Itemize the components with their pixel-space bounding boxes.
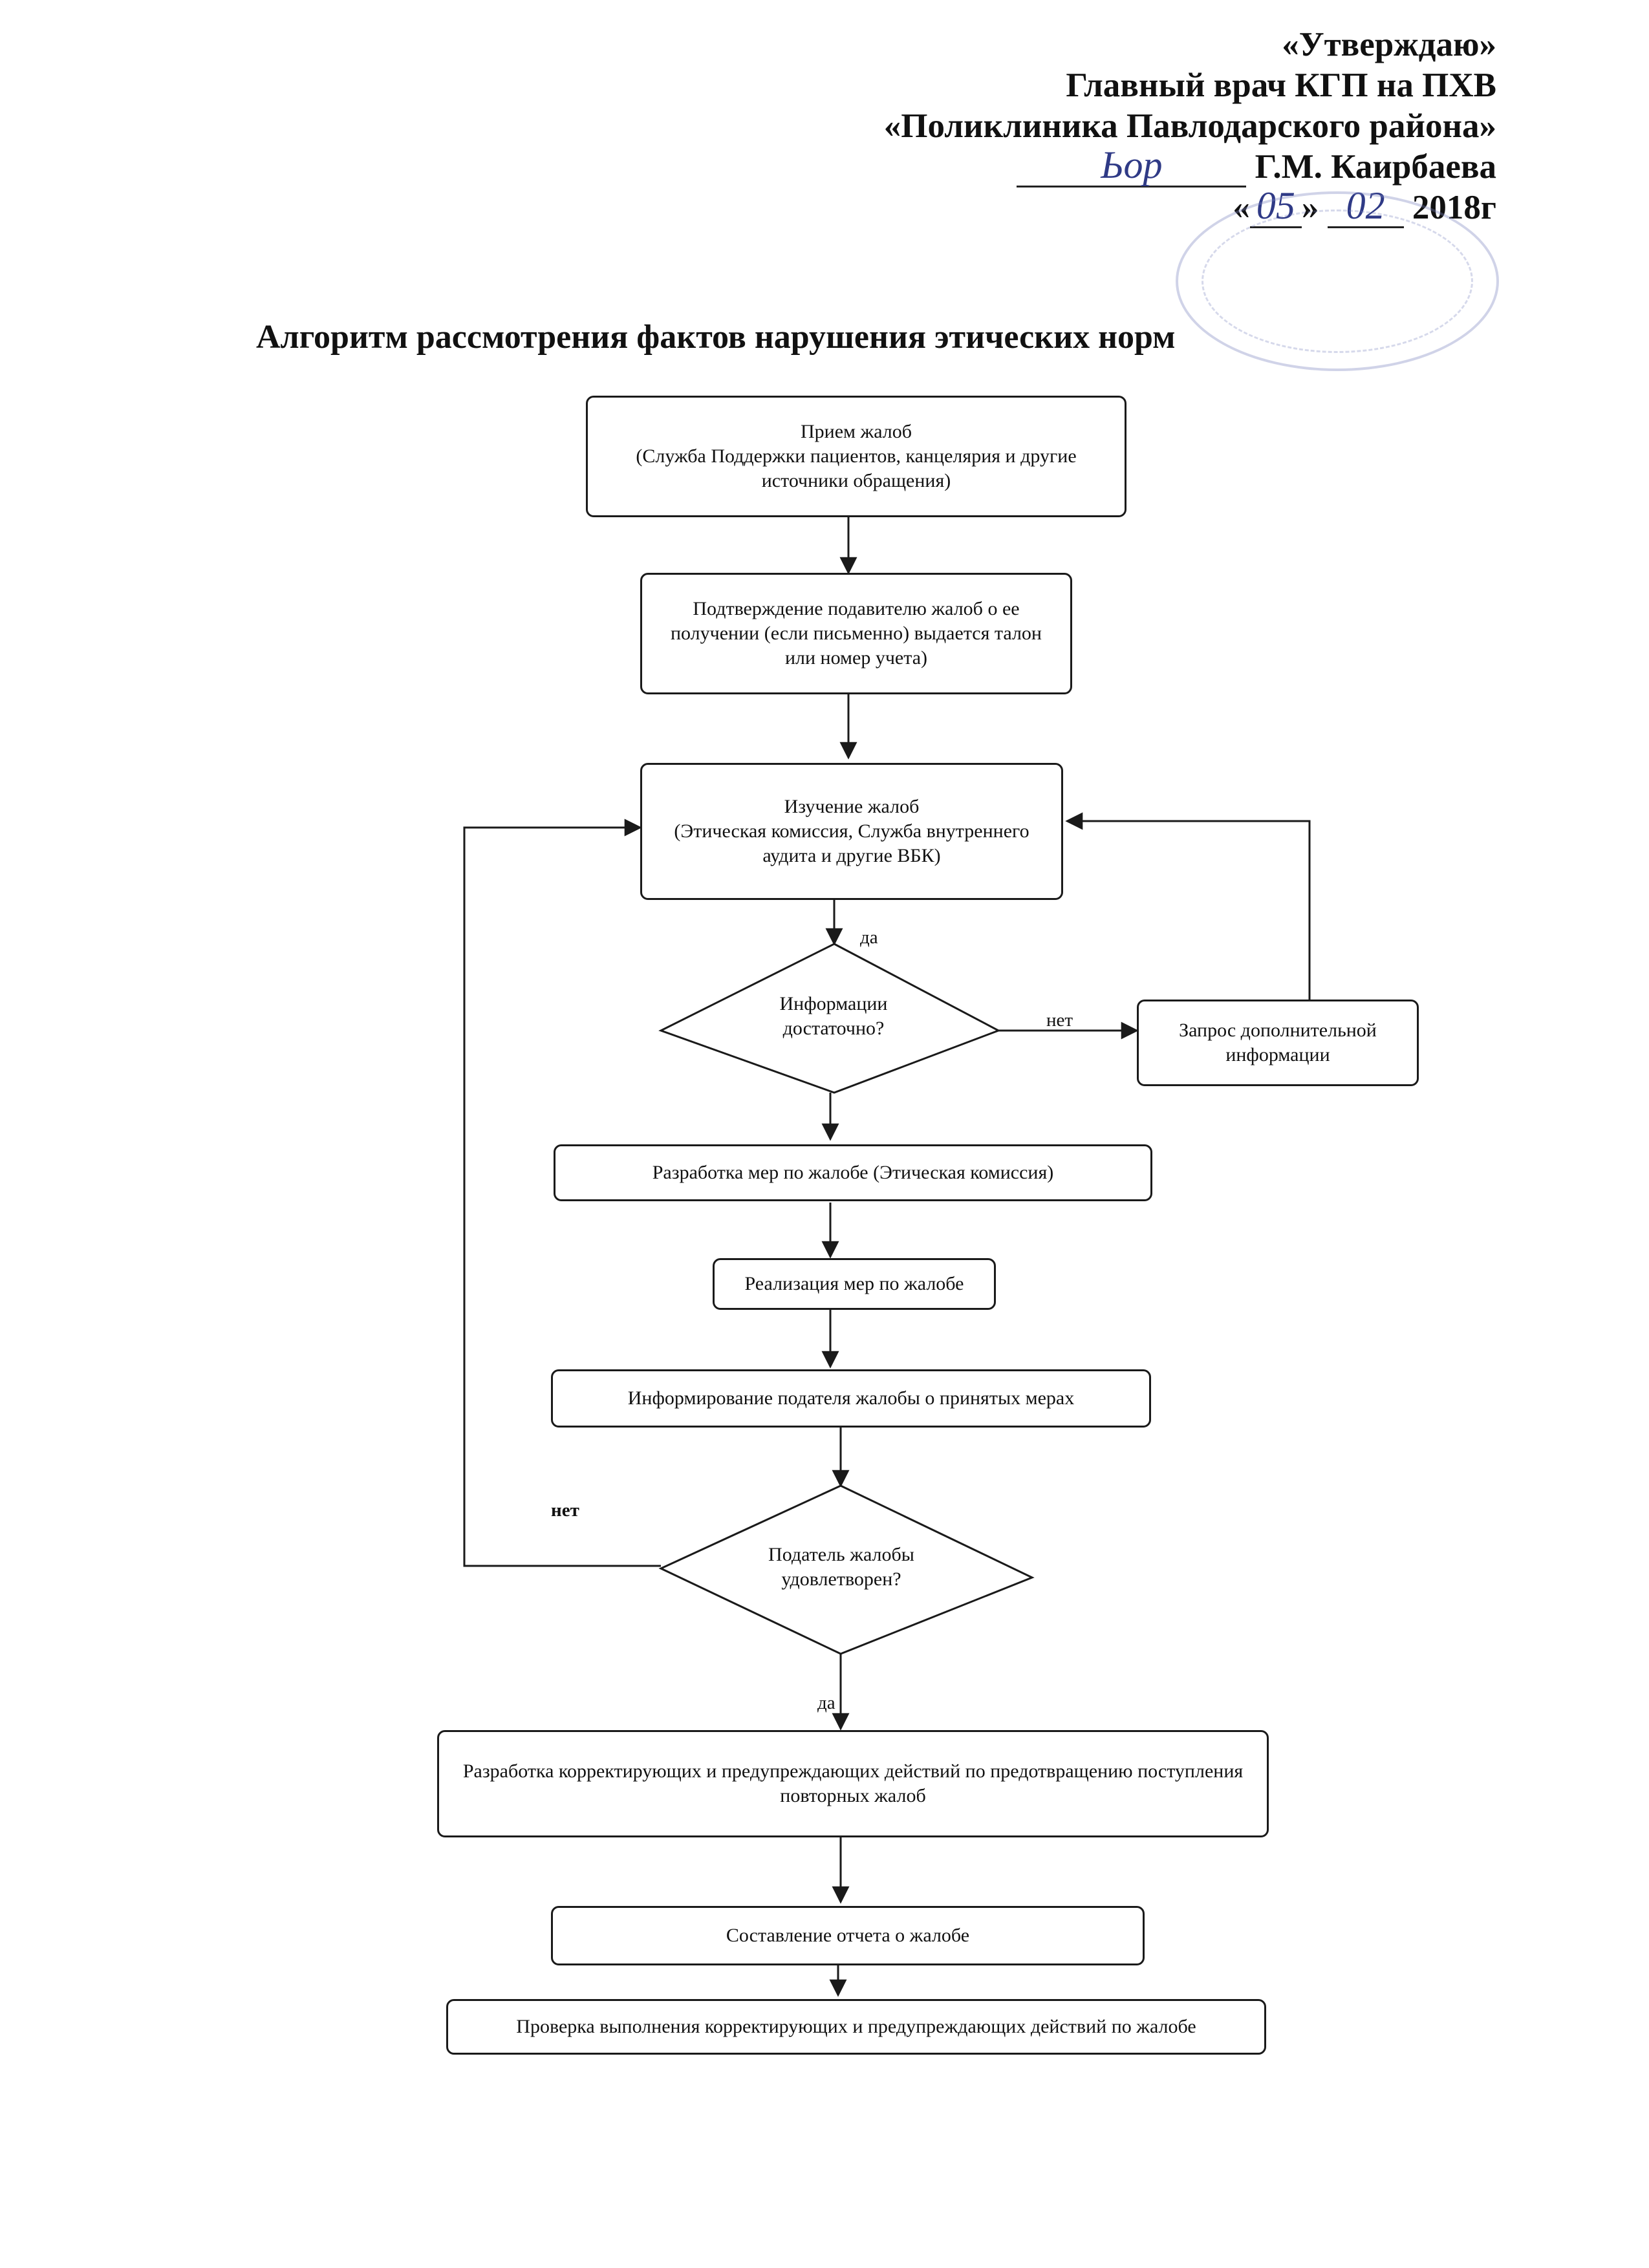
report-box: Составление отчета о жалобе — [551, 1906, 1145, 1965]
corrective-box: Разработка корректирующих и предупреждаю… — [437, 1730, 1269, 1837]
approval-organization: «Поликлиника Павлодарского района» — [883, 107, 1496, 145]
label-yes-info: да — [860, 927, 878, 948]
implement-box: Реализация мер по жалобе — [713, 1258, 996, 1310]
corrective-text: Разработка корректирующих и предупреждаю… — [462, 1760, 1244, 1806]
handwritten-signature: Ьор — [1101, 144, 1163, 186]
inform-text: Информирование подателя жалобы о приняты… — [627, 1387, 1075, 1409]
signature-blank: Ьор — [1017, 145, 1247, 187]
approval-heading: «Утверждаю» — [1282, 26, 1496, 63]
decision-info-diamond — [658, 943, 1001, 1094]
approval-position: Главный врач КГП на ПХВ — [1066, 67, 1496, 104]
arrow-decision-no-to-study — [463, 818, 661, 1567]
arrow-request-to-study — [1065, 812, 1311, 1000]
label-no-info: нет — [1046, 1010, 1073, 1031]
confirm-box: Подтверждение подавителю жалоб о ее полу… — [640, 573, 1072, 694]
official-stamp — [1176, 191, 1499, 371]
report-text: Составление отчета о жалобе — [726, 1925, 970, 1946]
implement-text: Реализация мер по жалобе — [744, 1273, 964, 1294]
signature-name: Г.М. Каирбаева — [1255, 148, 1496, 186]
decision-satisfied-text: Податель жалобы удовлетворен? — [768, 1544, 914, 1590]
receive-text: Прием жалоб (Служба Поддержки пациентов,… — [636, 421, 1077, 491]
verify-box: Проверка выполнения корректирующих и пре… — [446, 1999, 1266, 2055]
signature-line: Ьор Г.М. Каирбаева — [884, 145, 1496, 187]
study-box: Изучение жалоб (Этическая комиссия, Служ… — [640, 763, 1063, 900]
request-info-text: Запрос дополнительной информации — [1179, 1020, 1377, 1065]
develop-measures-box: Разработка мер по жалобе (Этическая коми… — [554, 1144, 1152, 1201]
develop-measures-text: Разработка мер по жалобе (Этическая коми… — [652, 1162, 1054, 1183]
decision-satisfied-diamond — [658, 1484, 1035, 1655]
verify-text: Проверка выполнения корректирующих и пре… — [516, 2016, 1196, 2037]
inform-box: Информирование подателя жалобы о приняты… — [551, 1369, 1151, 1428]
label-yes-satisfied: да — [817, 1693, 835, 1713]
request-info-box: Запрос дополнительной информации — [1137, 1000, 1419, 1086]
study-text: Изучение жалоб (Этическая комиссия, Служ… — [674, 796, 1029, 866]
confirm-text: Подтверждение подавителю жалоб о ее полу… — [671, 598, 1042, 669]
label-no-satisfied: нет — [551, 1500, 579, 1521]
receive-box: Прием жалоб (Служба Поддержки пациентов,… — [586, 396, 1126, 517]
page-title: Алгоритм рассмотрения фактов нарушения э… — [256, 319, 1176, 356]
decision-info-text: Информации достаточно? — [779, 993, 888, 1039]
